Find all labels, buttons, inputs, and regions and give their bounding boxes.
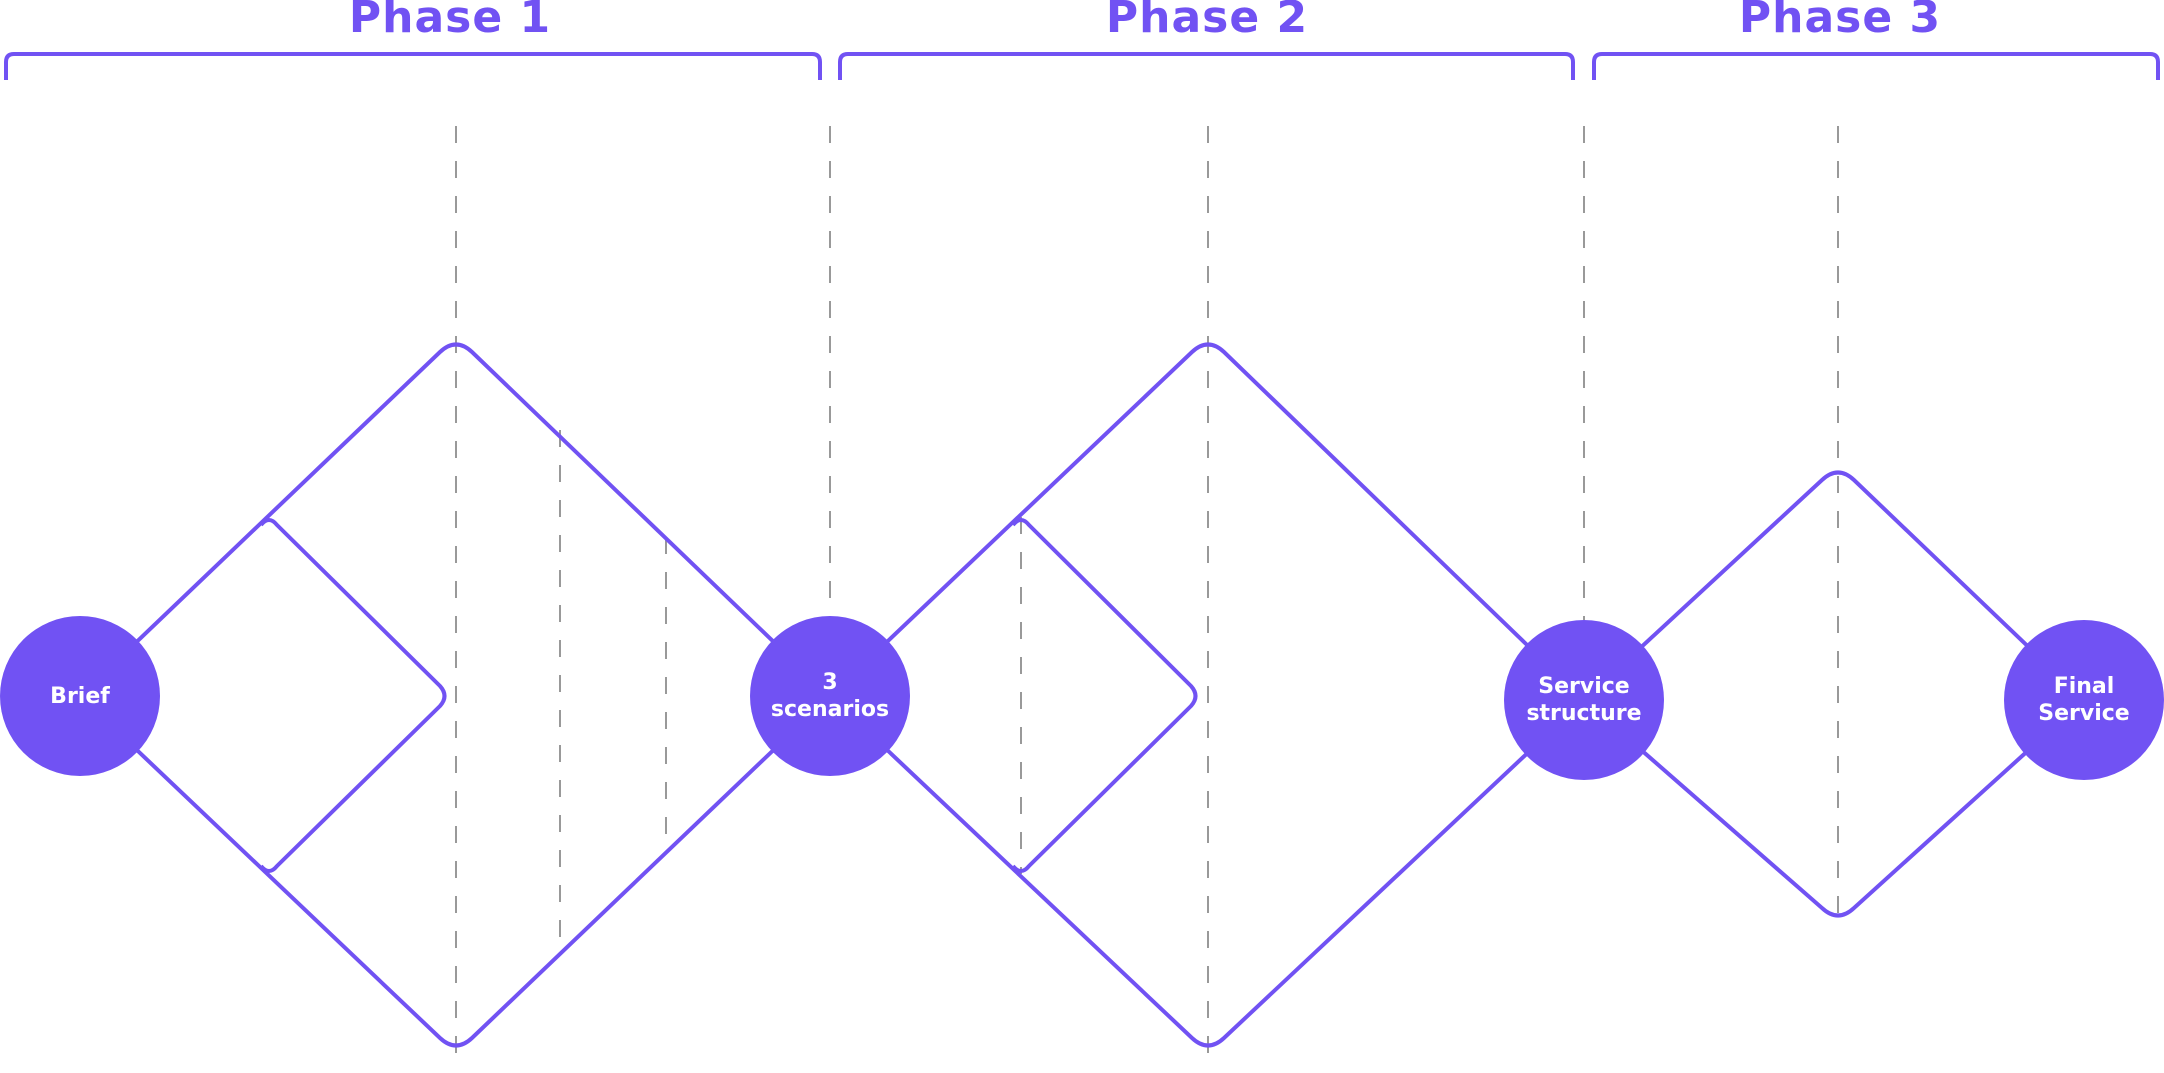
phase-1-bracket <box>4 52 822 80</box>
node-label: Brief <box>50 683 110 709</box>
node-label: 3 <box>822 670 838 695</box>
phase-2-inner-diamond <box>1011 518 1198 873</box>
node-label: Service <box>2038 701 2130 726</box>
node-brief: Brief <box>0 616 160 776</box>
node-label: Final <box>2053 674 2115 699</box>
phase-2-title: Phase 2 <box>1105 0 1309 43</box>
node-service-structure: Service structure <box>1504 620 1664 780</box>
node-3-scenarios: 3 scenarios <box>750 616 910 776</box>
phase-1-title: Phase 1 <box>348 0 552 43</box>
node-final-service: Final Service <box>2004 620 2164 780</box>
node-label: structure <box>1526 701 1642 726</box>
phase-3-title: Phase 3 <box>1738 0 1942 43</box>
phase-2-bracket <box>838 52 1575 80</box>
node-label: Service <box>1538 674 1630 699</box>
phase-1-inner-diamond <box>259 518 447 873</box>
node-label: scenarios <box>770 697 890 722</box>
phase-3-bracket <box>1592 52 2160 80</box>
